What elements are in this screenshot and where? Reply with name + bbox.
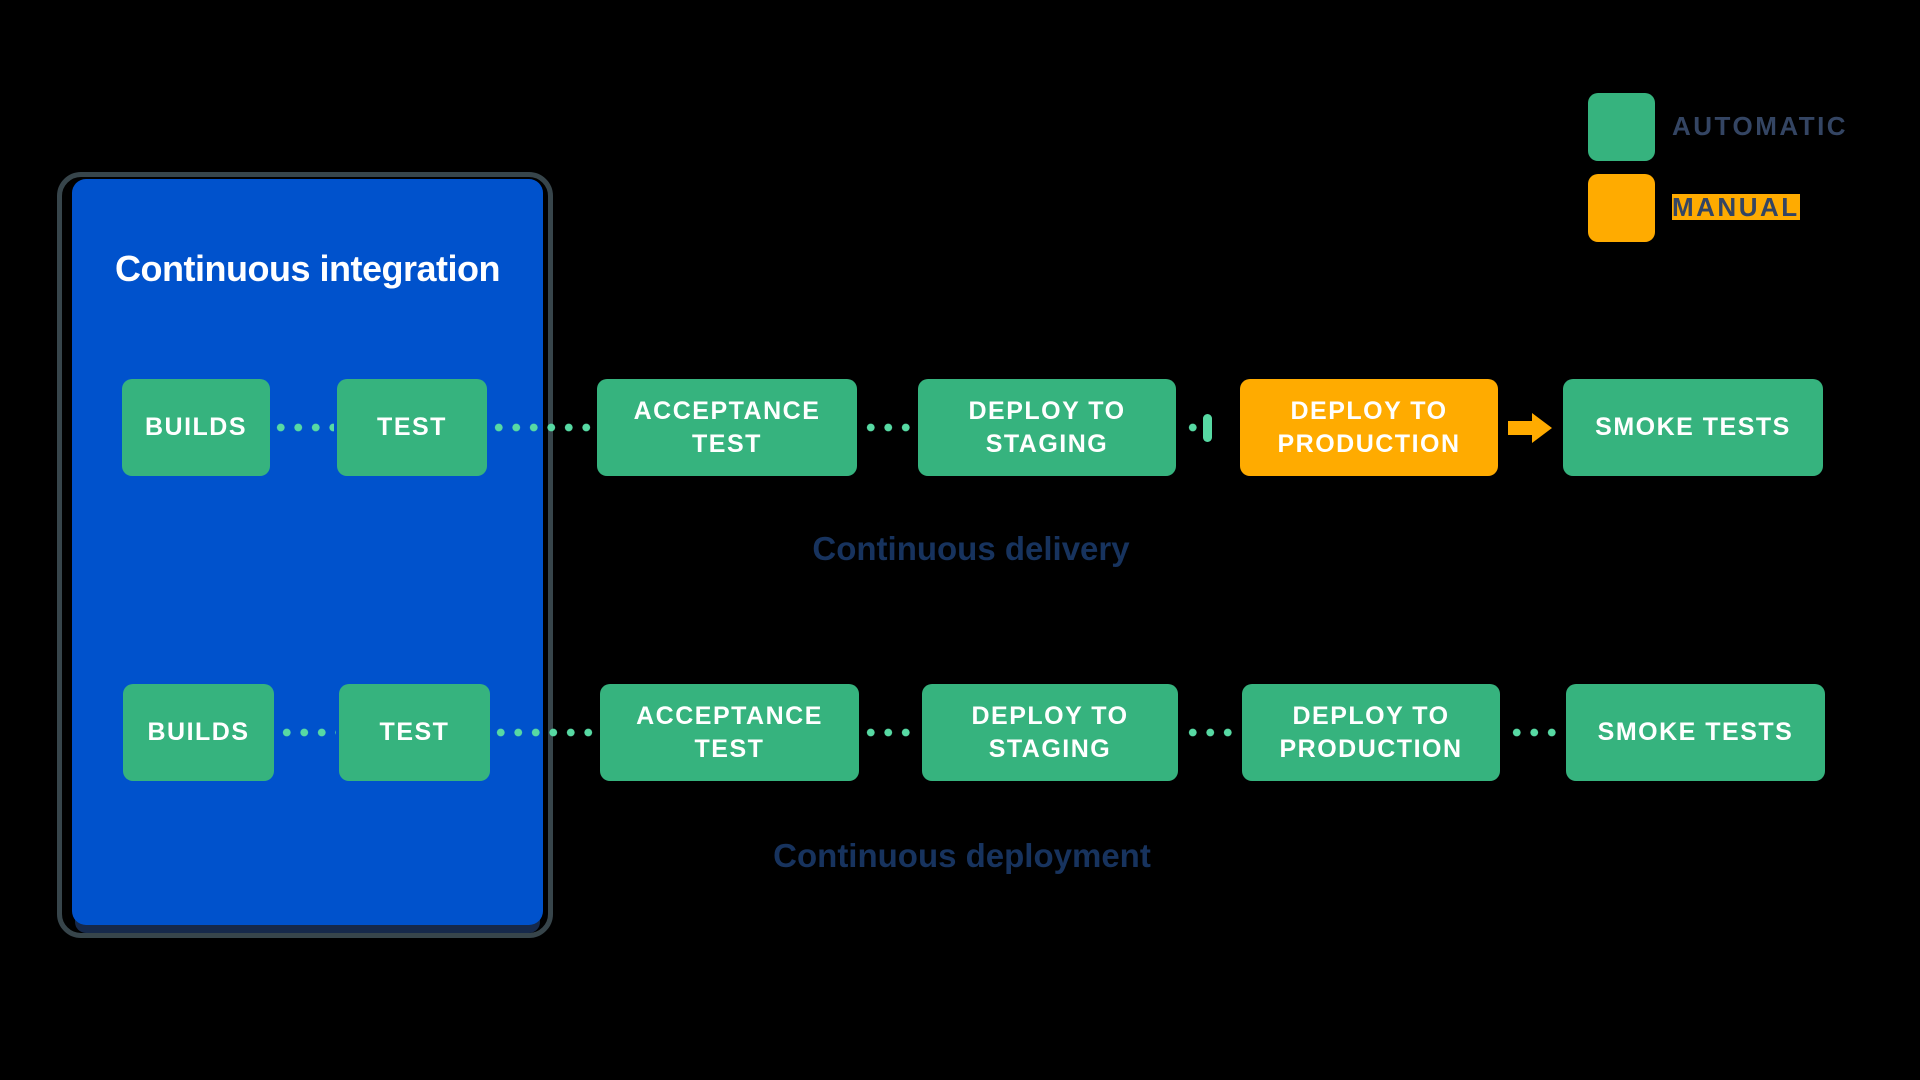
continuous-delivery-caption: Continuous delivery (812, 530, 1130, 567)
deployment-deploy-production-box: DEPLOY TO PRODUCTION (1242, 684, 1500, 781)
deployment-smoke-tests-box: SMOKE TESTS (1566, 684, 1825, 781)
delivery-connector-acceptance-staging (862, 423, 912, 432)
deployment-acceptance-test-box: ACCEPTANCE TEST (600, 684, 859, 781)
delivery-smoke-tests-box: SMOKE TESTS (1563, 379, 1823, 476)
deployment-builds-box: BUILDS (123, 684, 274, 781)
delivery-acceptance-test-box: ACCEPTANCE TEST (597, 379, 857, 476)
legend-automatic-swatch-icon (1588, 93, 1655, 161)
deployment-test-box: TEST (339, 684, 490, 781)
deployment-connector-test-acceptance (492, 728, 602, 737)
delivery-deploy-production-box: DEPLOY TO PRODUCTION (1240, 379, 1498, 476)
deployment-deploy-staging-box: DEPLOY TO STAGING (922, 684, 1178, 781)
delivery-test-box: TEST (337, 379, 487, 476)
delivery-builds-box: BUILDS (122, 379, 270, 476)
orange-right-arrow-icon (1508, 413, 1552, 443)
ci-container (72, 179, 543, 925)
ci-container-title: Continuous integration (115, 248, 500, 289)
legend-manual-swatch-icon (1588, 174, 1655, 242)
delivery-connector-builds-test (272, 423, 334, 432)
deployment-connector-staging-production (1184, 728, 1238, 737)
manual-gate-bar-icon (1203, 414, 1212, 442)
delivery-deploy-staging-box: DEPLOY TO STAGING (918, 379, 1176, 476)
ci-container-outline (57, 172, 553, 938)
legend-manual-label: MANUAL (1672, 192, 1800, 222)
deployment-connector-production-smoke (1508, 728, 1560, 737)
delivery-connector-test-acceptance (490, 423, 597, 432)
deployment-connector-builds-test (278, 728, 336, 737)
continuous-deployment-caption: Continuous deployment (773, 837, 1151, 874)
deployment-connector-acceptance-staging (862, 728, 916, 737)
legend-automatic-label: AUTOMATIC (1672, 111, 1849, 141)
delivery-connector-staging-gate (1184, 423, 1200, 432)
